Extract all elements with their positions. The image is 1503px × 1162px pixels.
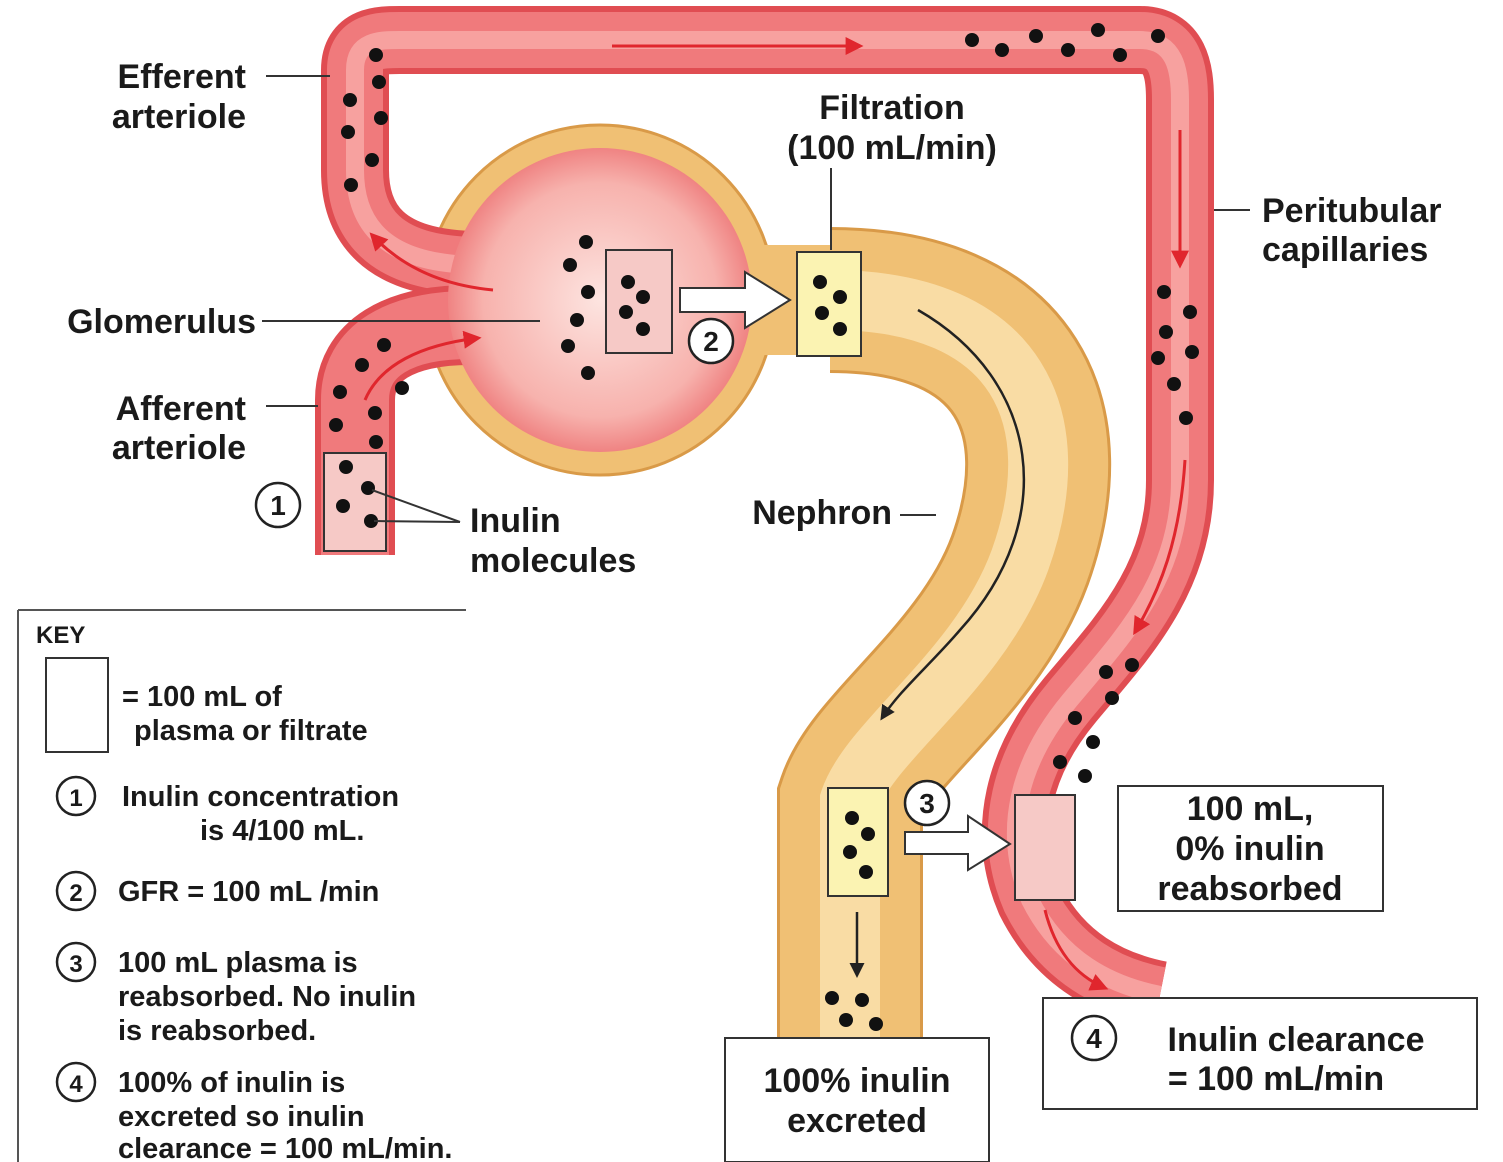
efferent-label-line2: arteriole xyxy=(112,98,246,136)
key-item1-line1: Inulin concentration xyxy=(122,781,399,813)
key-item1-line2: is 4/100 mL. xyxy=(200,815,364,847)
afferent-label-line1: Afferent xyxy=(116,390,246,428)
key-item3-line3: is reabsorbed. xyxy=(118,1015,316,1047)
key-box-line1: = 100 mL of xyxy=(122,681,282,713)
excreted-line1: 100% inulin xyxy=(763,1062,950,1100)
peritubular-label-line1: Peritubular xyxy=(1262,192,1441,230)
reabsorbed-box: 100 mL, 0% inulin reabsorbed xyxy=(1118,786,1383,911)
step-2-circle: 2 xyxy=(689,319,733,363)
excreted-box: 100% inulin excreted xyxy=(725,1038,989,1162)
plasma-box-reabsorbed xyxy=(1015,795,1075,900)
key-panel: KEY = 100 mL of plasma or filtrate 1 Inu… xyxy=(18,610,466,1162)
efferent-label-line1: Efferent xyxy=(118,58,246,96)
clearance-line2: = 100 mL/min xyxy=(1168,1060,1384,1098)
key-item3-line1: 100 mL plasma is xyxy=(118,947,358,979)
plasma-box-glomerulus xyxy=(606,250,672,353)
filtration-label-line1: Filtration xyxy=(819,89,964,127)
step-1-circle: 1 xyxy=(256,483,300,527)
step-4-number: 4 xyxy=(1086,1023,1102,1054)
peritubular-label-line2: capillaries xyxy=(1262,231,1428,269)
filtrate-box-bowman xyxy=(797,252,861,356)
reabsorbed-line1: 100 mL, xyxy=(1187,790,1314,828)
key-item2-line1: GFR = 100 mL /min xyxy=(118,876,379,908)
reabsorbed-line2: 0% inulin xyxy=(1175,830,1324,868)
key-title: KEY xyxy=(36,622,85,649)
reabsorbed-line3: reabsorbed xyxy=(1157,870,1342,908)
key-box-line2: plasma or filtrate xyxy=(134,715,368,747)
filtrate-box-tubule xyxy=(828,788,888,896)
afferent-label-line2: arteriole xyxy=(112,429,246,467)
filtration-label-line2: (100 mL/min) xyxy=(787,129,997,167)
excreted-line2: excreted xyxy=(787,1102,927,1140)
key-num-4: 4 xyxy=(69,1071,83,1098)
step-3-circle: 3 xyxy=(905,781,949,825)
key-num-3: 3 xyxy=(69,951,82,978)
key-num-2: 2 xyxy=(69,880,82,907)
key-item4-line1: 100% of inulin is xyxy=(118,1067,345,1099)
key-item4-line3: clearance = 100 mL/min. xyxy=(118,1133,453,1162)
clearance-line1: Inulin clearance xyxy=(1168,1021,1425,1059)
key-volume-box xyxy=(46,658,108,752)
svg-text:3: 3 xyxy=(919,788,935,819)
key-item4-line2: excreted so inulin xyxy=(118,1101,365,1133)
plasma-box-afferent xyxy=(324,453,386,551)
key-num-1: 1 xyxy=(69,785,82,812)
nephron-label: Nephron xyxy=(752,494,892,532)
inulin-label-line2: molecules xyxy=(470,542,636,580)
inulin-label-line1: Inulin xyxy=(470,502,561,540)
clearance-box: 4 Inulin clearance = 100 mL/min xyxy=(1043,998,1477,1109)
svg-text:2: 2 xyxy=(703,326,719,357)
key-item3-line2: reabsorbed. No inulin xyxy=(118,981,416,1013)
svg-text:1: 1 xyxy=(270,490,286,521)
glomerulus-label: Glomerulus xyxy=(67,303,256,341)
